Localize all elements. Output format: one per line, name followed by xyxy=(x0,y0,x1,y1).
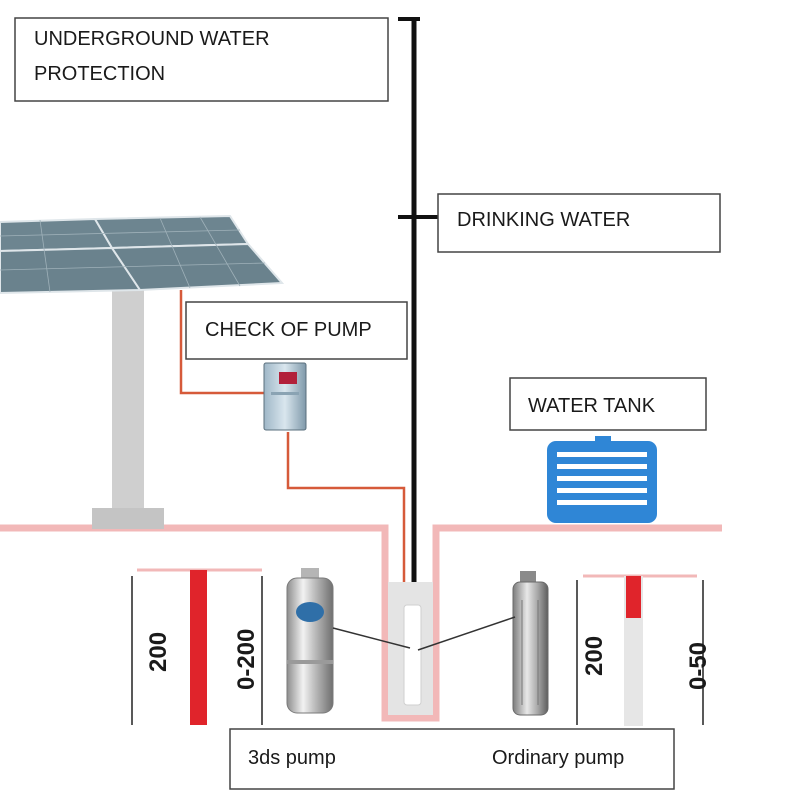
3ds-pump-pointer xyxy=(332,627,411,649)
controller-icon xyxy=(263,362,307,431)
pump-wire xyxy=(286,432,406,582)
3ds-pump-label: 3ds pump xyxy=(248,747,336,769)
check-of-pump-label: CHECK OF PUMP xyxy=(205,319,372,341)
drinking-water-box: DRINKING WATER xyxy=(437,193,721,253)
right-depth-range: 0-50 xyxy=(685,642,712,690)
3ds-pump-icon xyxy=(286,568,334,714)
solar-wire xyxy=(179,290,264,395)
underground-label-line1: UNDERGROUND WATER xyxy=(34,28,270,50)
check-of-pump-box: CHECK OF PUMP xyxy=(185,301,408,360)
solar-panel-icon xyxy=(0,214,285,529)
ground-line xyxy=(0,524,722,722)
left-depth-total: 200 xyxy=(145,632,172,672)
ordinary-pump-label: Ordinary pump xyxy=(492,747,624,769)
left-depth-gauge: 200 0-200 xyxy=(131,568,263,725)
left-depth-range: 0-200 xyxy=(233,629,260,690)
right-depth-gauge: 200 0-50 xyxy=(576,574,712,726)
right-depth-total: 200 xyxy=(581,636,608,676)
ordinary-pump-pointer xyxy=(417,616,516,651)
pump-types-box: 3ds pump Ordinary pump xyxy=(229,728,675,790)
water-tank-icon xyxy=(547,436,657,523)
underground-label-line2: PROTECTION xyxy=(34,63,165,85)
water-tank-box: WATER TANK xyxy=(509,377,707,431)
underground-water-box: UNDERGROUND WATER PROTECTION xyxy=(14,17,389,102)
water-tank-label: WATER TANK xyxy=(528,395,656,417)
pump-in-well xyxy=(403,604,422,706)
drinking-water-label: DRINKING WATER xyxy=(457,209,630,231)
ordinary-pump-icon xyxy=(512,571,549,716)
